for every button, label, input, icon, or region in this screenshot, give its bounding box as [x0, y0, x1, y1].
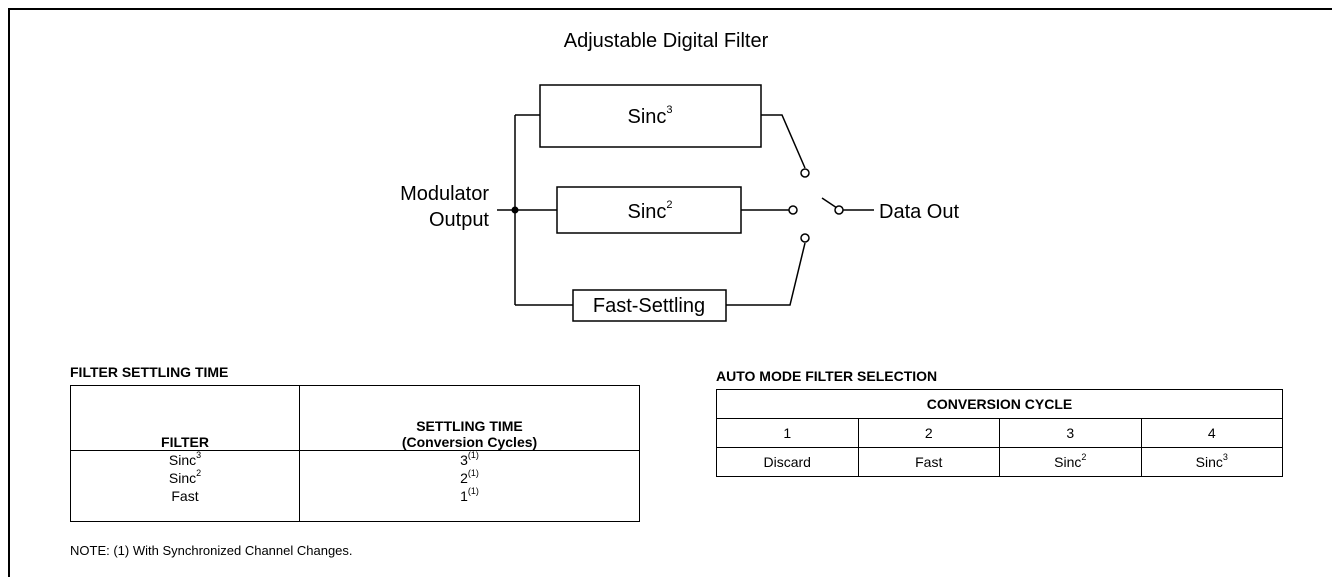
sinc2-label: Sinc2	[627, 199, 672, 223]
data-out-label: Data Out	[879, 201, 959, 223]
filter-item: Sinc2	[71, 469, 299, 487]
fast-contact	[800, 233, 810, 243]
cycle-cell: 4	[1140, 418, 1283, 448]
selection-cell: Sinc3	[1140, 447, 1283, 477]
frame-top-border	[8, 8, 1332, 10]
cycle-cell: 1	[716, 418, 859, 448]
switch-arm	[821, 197, 838, 209]
footnote-ref: (1)	[467, 468, 479, 478]
fast-output-line	[726, 242, 806, 306]
sinc2-contact	[788, 205, 798, 215]
sinc3-label: Sinc3	[627, 104, 672, 128]
filter-order: 2	[196, 468, 202, 478]
fast-settling-label: Fast-Settling	[593, 295, 705, 317]
footnote-ref: (1)	[467, 450, 479, 460]
auto-mode-table: CONVERSION CYCLE 1 2 3 4 Discard Fast Si…	[716, 389, 1283, 477]
settling-time-value: 2	[460, 470, 468, 486]
table-header-row: CONVERSION CYCLE	[716, 389, 1283, 419]
selection-name: Fast	[915, 454, 943, 470]
cycle-cell: 2	[857, 418, 1000, 448]
conversion-cycle-header: CONVERSION CYCLE	[716, 389, 1283, 419]
filter-order: 3	[1222, 452, 1228, 462]
selection-name: Discard	[763, 454, 811, 470]
filter-order: 3	[196, 450, 202, 460]
diagram-title: Adjustable Digital Filter	[563, 30, 769, 52]
filter-order: 2	[1081, 452, 1087, 462]
auto-table-title: AUTO MODE FILTER SELECTION	[716, 368, 938, 384]
settling-time-item: 2(1)	[300, 469, 639, 487]
filter-name: Sinc	[168, 452, 197, 468]
table-header-row: FILTER SETTLING TIME (Conversion Cycles)	[70, 385, 640, 451]
settling-time-table: FILTER SETTLING TIME (Conversion Cycles)…	[70, 385, 640, 522]
settling-time-header-line1: SETTLING TIME	[416, 418, 523, 434]
filter-item: Fast	[71, 487, 299, 505]
filter-header: FILTER	[70, 385, 300, 451]
selection-cell: Fast	[857, 447, 1000, 477]
cycle-cell: 3	[999, 418, 1142, 448]
settling-time-item: 1(1)	[300, 487, 639, 505]
settling-table-title: FILTER SETTLING TIME	[70, 364, 229, 380]
footnote: NOTE: (1) With Synchronized Channel Chan…	[70, 543, 353, 558]
filter-name: Sinc	[168, 470, 197, 486]
filter-list-cell: Sinc3 Sinc2 Fast	[70, 450, 300, 522]
selection-name: Sinc	[1054, 454, 1082, 470]
input-label-line2: Output	[429, 209, 489, 231]
sinc3-contact	[800, 168, 810, 178]
settling-time-header: SETTLING TIME (Conversion Cycles)	[299, 385, 640, 451]
table-row: 1 2 3 4	[716, 418, 1283, 448]
settling-time-value: 1	[460, 488, 468, 504]
table-row: Discard Fast Sinc2 Sinc3	[716, 447, 1283, 477]
sinc3-output-line	[761, 114, 806, 169]
settling-time-item: 3(1)	[300, 451, 639, 469]
selection-cell: Discard	[716, 447, 859, 477]
settling-time-list-cell: 3(1) 2(1) 1(1)	[299, 450, 640, 522]
sinc3-block	[539, 84, 762, 148]
junction-dot	[511, 206, 519, 214]
filter-item: Sinc3	[71, 451, 299, 469]
table-row: Sinc3 Sinc2 Fast 3(1) 2(1) 1(1)	[70, 450, 640, 522]
selection-cell: Sinc2	[999, 447, 1142, 477]
settling-time-header-line2: (Conversion Cycles)	[401, 434, 538, 450]
frame-left-border	[8, 8, 10, 577]
settling-time-value: 3	[460, 452, 468, 468]
filter-name: Fast	[171, 488, 199, 504]
common-contact	[834, 205, 844, 215]
input-label-line1: Modulator	[400, 183, 489, 205]
footnote-ref: (1)	[467, 486, 479, 496]
selection-name: Sinc	[1195, 454, 1223, 470]
